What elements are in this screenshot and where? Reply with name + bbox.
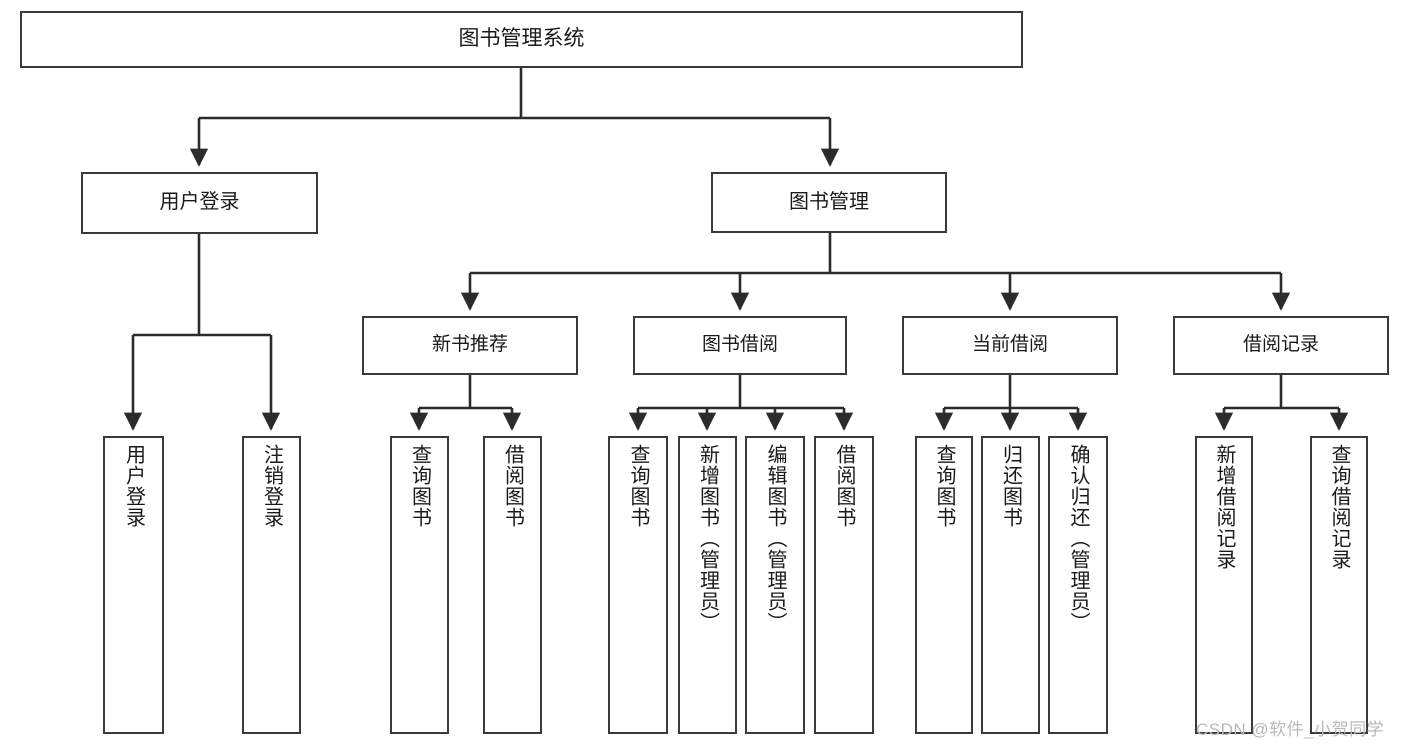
node-leaf-edit-book-label: 编辑图书（管理员） — [764, 444, 786, 633]
node-leaf-query-book-3[interactable]: 查询图书 — [915, 436, 973, 734]
node-leaf-return-book[interactable]: 归还图书 — [981, 436, 1040, 734]
node-leaf-confirm-return-label: 确认归还（管理员） — [1067, 444, 1089, 633]
node-new-book-recommend[interactable]: 新书推荐 — [362, 316, 578, 375]
node-new-book-recommend-label: 新书推荐 — [431, 334, 508, 356]
node-book-borrow[interactable]: 图书借阅 — [633, 316, 847, 375]
node-root-label: 图书管理系统 — [458, 27, 585, 51]
node-leaf-add-record[interactable]: 新增借阅记录 — [1195, 436, 1253, 734]
node-leaf-query-book-2[interactable]: 查询图书 — [608, 436, 668, 734]
node-leaf-user-login-label: 用户登录 — [122, 444, 145, 528]
node-book-borrow-label: 图书借阅 — [701, 334, 778, 356]
node-borrow-record[interactable]: 借阅记录 — [1173, 316, 1389, 375]
node-root[interactable]: 图书管理系统 — [20, 11, 1023, 68]
node-leaf-borrow-book-2-label: 借阅图书 — [833, 444, 855, 528]
node-leaf-borrow-book-1[interactable]: 借阅图书 — [483, 436, 542, 734]
node-leaf-edit-book[interactable]: 编辑图书（管理员） — [745, 436, 805, 734]
node-leaf-borrow-book-2[interactable]: 借阅图书 — [814, 436, 874, 734]
node-leaf-query-book-3-label: 查询图书 — [933, 444, 955, 528]
node-leaf-confirm-return[interactable]: 确认归还（管理员） — [1048, 436, 1108, 734]
node-leaf-add-record-label: 新增借阅记录 — [1213, 444, 1235, 570]
node-current-borrow[interactable]: 当前借阅 — [902, 316, 1118, 375]
node-leaf-query-record-label: 查询借阅记录 — [1328, 444, 1350, 570]
node-leaf-user-login[interactable]: 用户登录 — [103, 436, 164, 734]
node-leaf-user-logout-label: 注销登录 — [260, 444, 283, 528]
node-book-manage-label: 图书管理 — [789, 190, 869, 213]
node-leaf-add-book-label: 新增图书（管理员） — [696, 444, 719, 633]
node-user-login-label: 用户登录 — [159, 191, 240, 214]
node-leaf-query-book-2-label: 查询图书 — [627, 444, 649, 528]
node-leaf-user-logout[interactable]: 注销登录 — [242, 436, 301, 734]
node-leaf-return-book-label: 归还图书 — [999, 444, 1022, 528]
watermark: CSDN @软件_小贺同学 — [1196, 720, 1385, 739]
node-book-manage[interactable]: 图书管理 — [711, 172, 947, 233]
node-user-login[interactable]: 用户登录 — [81, 172, 318, 234]
node-borrow-record-label: 借阅记录 — [1242, 334, 1319, 356]
node-leaf-query-book-1[interactable]: 查询图书 — [390, 436, 449, 734]
node-leaf-add-book[interactable]: 新增图书（管理员） — [678, 436, 737, 734]
node-current-borrow-label: 当前借阅 — [971, 334, 1048, 356]
node-leaf-query-book-1-label: 查询图书 — [408, 444, 431, 528]
node-leaf-query-record[interactable]: 查询借阅记录 — [1310, 436, 1368, 734]
node-leaf-borrow-book-1-label: 借阅图书 — [501, 444, 524, 528]
